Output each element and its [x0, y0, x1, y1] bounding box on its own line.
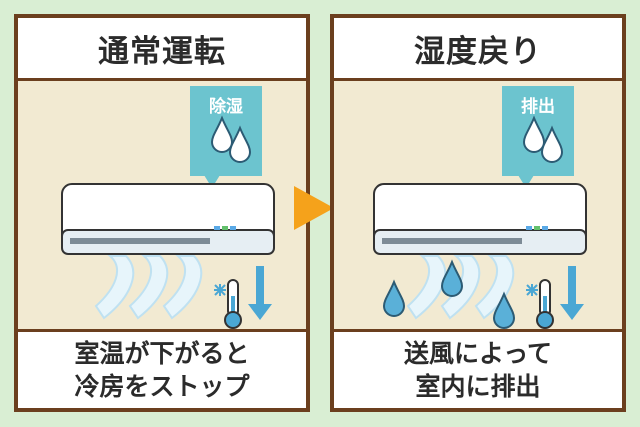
caption-line: 送風によって: [403, 339, 552, 368]
panel-title: 湿度戻り: [334, 18, 622, 81]
caption-line: 室内に排出: [415, 372, 541, 401]
panel-title: 通常運転: [18, 18, 306, 81]
panel-caption: 室温が下がると 冷房をストップ: [18, 329, 306, 408]
panel-normal-operation: 通常運転 除湿 室温が下がると 冷房をストップ: [14, 14, 310, 412]
water-drop-icon: [522, 115, 564, 163]
down-arrow-icon: [560, 266, 584, 320]
water-drop-icon: [382, 259, 516, 329]
panel-illustration: [373, 86, 587, 329]
airflow-icon: [94, 255, 203, 320]
bubble-label: 排出: [521, 97, 555, 117]
next-arrow-icon: [294, 186, 334, 230]
air-conditioner-icon: [373, 183, 587, 255]
panel-illustration: [61, 86, 275, 329]
snowflake-icon: [214, 284, 226, 296]
snowflake-icon: [526, 284, 538, 296]
thermometer-icon: [536, 279, 554, 329]
panel-caption: 送風によって 室内に排出: [334, 329, 622, 408]
caption-line: 室温が下がると: [74, 339, 250, 368]
bubble-label: 除湿: [209, 97, 243, 117]
caption-line: 冷房をストップ: [74, 372, 250, 401]
down-arrow-icon: [248, 266, 272, 320]
air-conditioner-icon: [61, 183, 275, 255]
water-drop-icon: [210, 115, 252, 163]
thermometer-icon: [224, 279, 242, 329]
panel-humidity-return: 湿度戻り 排出 送風によって 室内に排出: [330, 14, 626, 412]
